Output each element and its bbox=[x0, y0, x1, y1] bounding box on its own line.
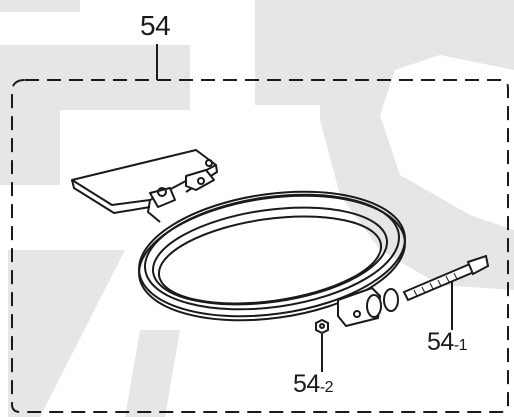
hoop-clamp bbox=[337, 287, 399, 327]
group-boundary bbox=[11, 79, 509, 413]
callout-54-1-suffix: -1 bbox=[453, 337, 468, 354]
callout-54-2: 54-2 bbox=[293, 370, 334, 398]
nut-icon bbox=[315, 318, 329, 335]
callout-54-2-number: 54 bbox=[293, 370, 320, 398]
callout-54-1: 54-1 bbox=[427, 328, 468, 356]
callout-54-1-number: 54 bbox=[427, 328, 454, 356]
mounting-plate bbox=[71, 149, 218, 223]
hoop-frame bbox=[138, 190, 406, 322]
part-number-main: 54 bbox=[140, 10, 171, 41]
callout-54-2-suffix: -2 bbox=[319, 379, 334, 396]
adjustment-screw-icon bbox=[402, 254, 490, 302]
